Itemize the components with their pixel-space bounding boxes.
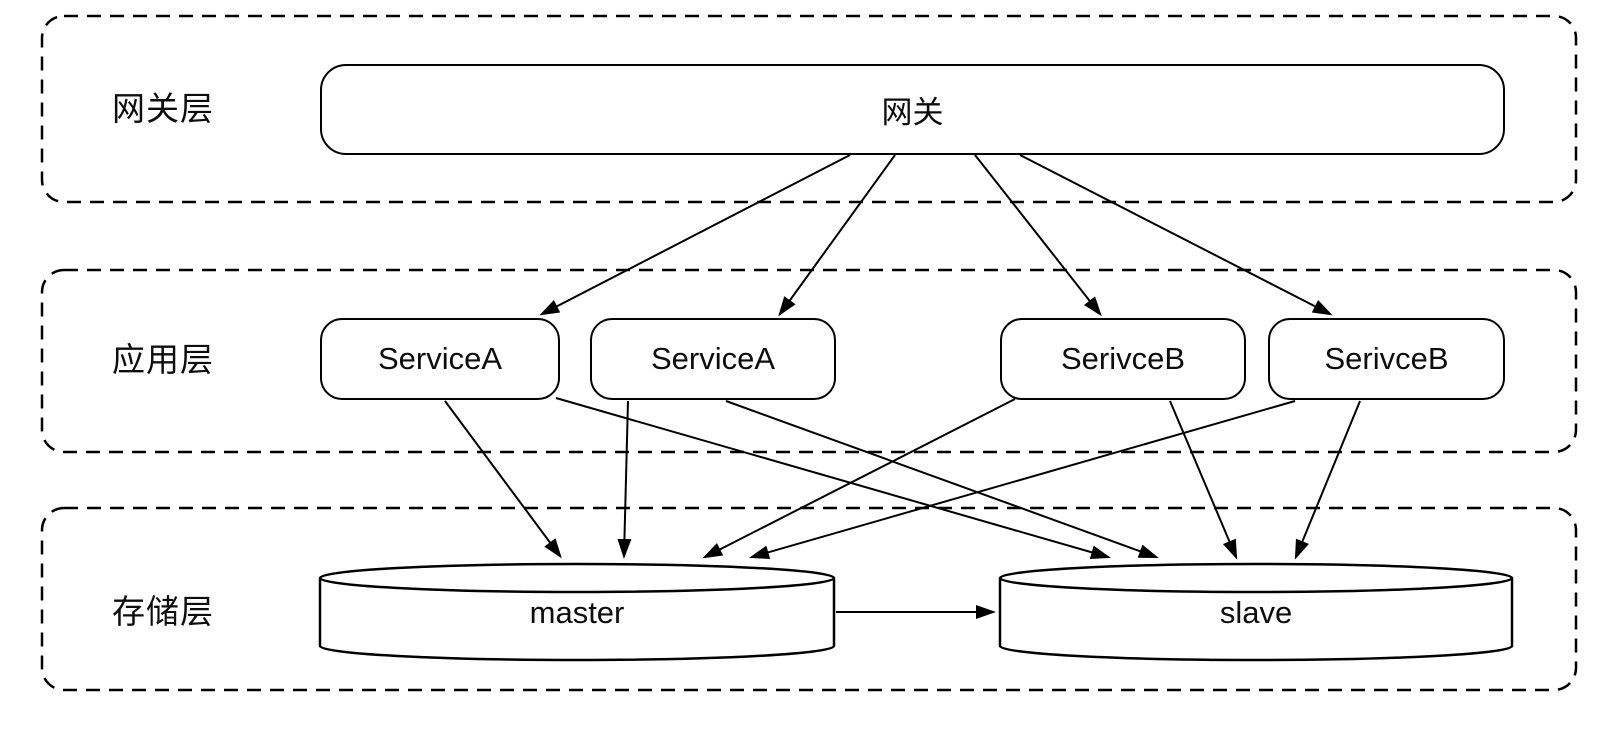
layer-label-gateway: 网关层 bbox=[112, 90, 214, 127]
layer-label-storage: 存储层 bbox=[112, 593, 214, 630]
slave-cylinder-top bbox=[998, 562, 1514, 594]
node-service-a-1-label: ServiceA bbox=[377, 341, 503, 376]
edge-gateway-to-serivce-b-2 bbox=[1019, 154, 1333, 316]
edge-service-a-1-to-master bbox=[444, 400, 562, 559]
node-service-a-2-label: ServiceA bbox=[650, 341, 776, 376]
node-gateway: 网关 bbox=[320, 64, 1505, 155]
node-serivce-b-1-label: SerivceB bbox=[1060, 341, 1186, 376]
node-service-a-2: ServiceA bbox=[590, 318, 836, 400]
edge-serivce-b-1-to-slave bbox=[1169, 400, 1238, 560]
layer-label-application: 应用层 bbox=[112, 341, 214, 378]
edge-service-a-1-to-slave bbox=[555, 397, 1111, 560]
node-serivce-b-2-label: SerivceB bbox=[1324, 341, 1449, 376]
master-cylinder-top bbox=[318, 562, 836, 594]
node-master-label: master bbox=[529, 595, 625, 630]
node-gateway-label: 网关 bbox=[881, 95, 944, 130]
edge-service-a-2-to-master bbox=[617, 400, 632, 559]
edge-serivce-b-2-to-slave bbox=[1294, 400, 1361, 560]
edge-serivce-b-1-to-master bbox=[702, 398, 1016, 559]
edge-gateway-to-service-a-1 bbox=[539, 154, 851, 316]
node-service-a-1: ServiceA bbox=[320, 318, 560, 400]
edge-gateway-to-service-a-2 bbox=[778, 154, 896, 317]
edge-serivce-b-2-to-master bbox=[749, 400, 1296, 560]
node-slave-label: slave bbox=[1219, 595, 1293, 630]
edge-service-a-2-to-slave bbox=[725, 400, 1159, 559]
node-serivce-b-2: SerivceB bbox=[1268, 318, 1505, 400]
edge-gateway-to-serivce-b-1 bbox=[974, 154, 1102, 317]
node-serivce-b-1: SerivceB bbox=[1000, 318, 1246, 400]
